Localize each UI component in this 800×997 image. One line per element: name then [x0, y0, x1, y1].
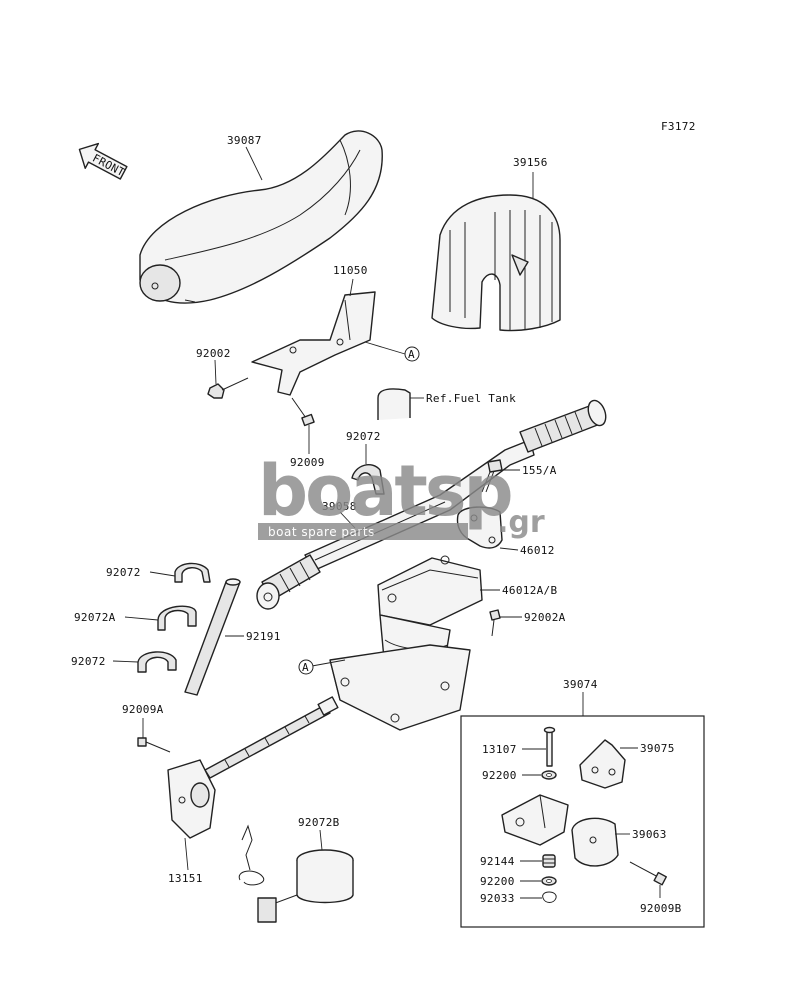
clamp-92072-top [351, 464, 385, 495]
bolt-155a [481, 459, 503, 493]
front-arrow-icon: FRONT [78, 142, 128, 180]
label-39075: 39075 [640, 742, 675, 755]
ref-marker-a-top: A [404, 346, 420, 362]
clamp-46012ab [377, 555, 483, 626]
label-92002: 92002 [196, 347, 231, 360]
bolt-92002a [489, 609, 501, 637]
ref-fuel-tank: Ref.Fuel Tank [426, 392, 516, 405]
clamp-92072-b [137, 651, 177, 673]
label-92200-b: 92200 [480, 875, 515, 888]
screw-92009 [291, 397, 315, 427]
throttle-housing [501, 794, 569, 846]
screw-92009b [629, 861, 667, 886]
label-92033: 92033 [480, 892, 515, 905]
label-92144: 92144 [480, 855, 515, 868]
svg-text:A: A [302, 661, 309, 674]
svg-text:A: A [408, 348, 415, 361]
label-92009a: 92009A [122, 703, 164, 716]
washer-92200-bottom [541, 876, 557, 886]
clamp-92072a [157, 605, 197, 631]
mount-bracket [251, 291, 376, 396]
label-92072-a: 92072 [106, 566, 141, 579]
throttle-lever-13151 [167, 759, 216, 839]
label-39063: 39063 [632, 828, 667, 841]
svg-text:boatsp: boatsp [258, 450, 511, 532]
label-92200-a: 92200 [482, 769, 517, 782]
clamp-92072b [238, 824, 354, 923]
diagram-code: F3172 [661, 120, 696, 133]
washer-92200-top [541, 770, 557, 780]
finned-cover [431, 194, 561, 332]
steering-column [329, 614, 471, 731]
label-46012: 46012 [520, 544, 555, 557]
watermark-logo: boatsp .gr boat spare parts [258, 450, 545, 540]
label-39074: 39074 [563, 678, 598, 691]
label-92072a: 92072A [74, 611, 116, 624]
handle-pole-cover [139, 130, 383, 304]
hose-92191 [184, 578, 241, 696]
label-39058: 39058 [322, 500, 357, 513]
bolt-92002 [207, 377, 249, 399]
label-11050: 11050 [333, 264, 368, 277]
label-155a: 155/A [522, 464, 557, 477]
label-92009b: 92009B [640, 902, 682, 915]
front-label: FRONT [90, 152, 127, 180]
clamp-92072-a [174, 562, 211, 583]
label-92191: 92191 [246, 630, 281, 643]
label-92072-top: 92072 [346, 430, 381, 443]
label-39087: 39087 [227, 134, 262, 147]
label-13151: 13151 [168, 872, 203, 885]
svg-text:.gr: .gr [497, 505, 545, 540]
label-39156: 39156 [513, 156, 548, 169]
fuel-tank-hose [377, 388, 411, 420]
circlip-92033 [542, 891, 557, 903]
throttle-cable [204, 696, 339, 779]
spring-92144 [542, 854, 556, 868]
lever-39075 [579, 739, 626, 789]
label-92072b: 92072B [298, 816, 340, 829]
kit-box-39074 [460, 715, 705, 928]
svg-text:boat spare parts: boat spare parts [268, 525, 375, 539]
cover-39063 [571, 817, 619, 867]
label-46012ab: 46012A/B [502, 584, 557, 597]
ref-marker-a-bottom: A [298, 659, 314, 675]
label-92002a: 92002A [524, 611, 566, 624]
label-92072-b: 92072 [71, 655, 106, 668]
label-92009: 92009 [290, 456, 325, 469]
screw-92009a [137, 737, 171, 753]
pin-13107 [543, 726, 556, 767]
label-13107: 13107 [482, 743, 517, 756]
